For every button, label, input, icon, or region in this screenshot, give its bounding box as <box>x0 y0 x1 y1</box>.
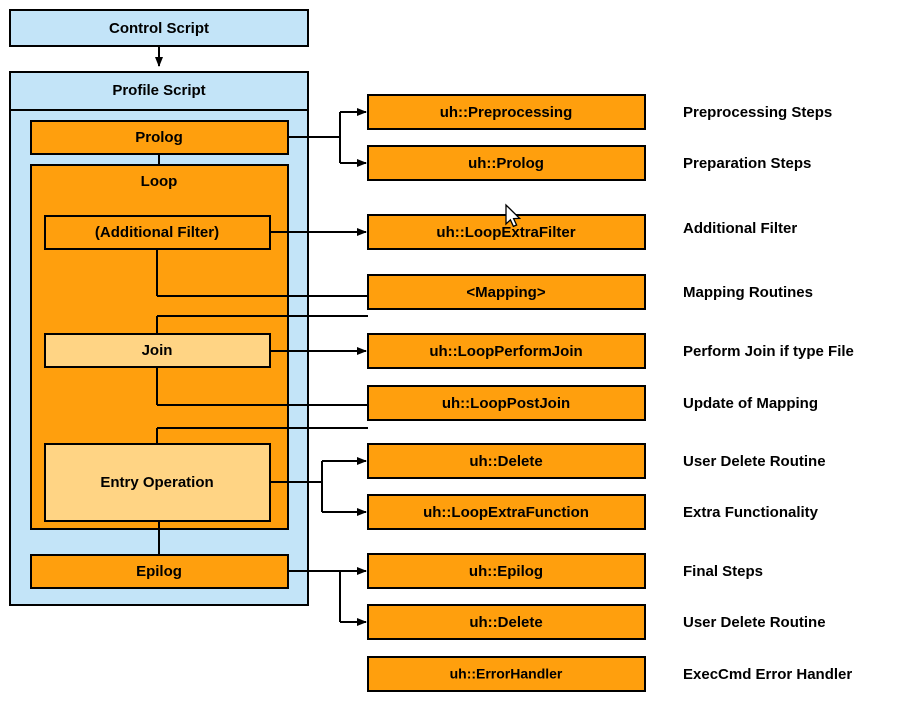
node-loop-label: Loop <box>141 173 178 190</box>
node-uh-errorhandler[interactable]: uh::ErrorHandler <box>367 656 646 692</box>
desc-perform-join-if-type-file: Perform Join if type File <box>683 343 854 360</box>
desc-preprocessing-steps: Preprocessing Steps <box>683 104 832 121</box>
node-uh-errorhandler-label: uh::ErrorHandler <box>450 666 563 682</box>
desc-preparation-steps: Preparation Steps <box>683 155 811 172</box>
node-uh-preprocessing[interactable]: uh::Preprocessing <box>367 94 646 130</box>
desc-additional-filter: Additional Filter <box>683 220 797 237</box>
desc-user-delete-routine-2: User Delete Routine <box>683 614 826 631</box>
node-epilog-label: Epilog <box>136 563 182 580</box>
desc-update-of-mapping: Update of Mapping <box>683 395 818 412</box>
node-uh-prolog-label: uh::Prolog <box>468 155 544 172</box>
node-control-script-label: Control Script <box>109 20 209 37</box>
node-uh-looppostjoin[interactable]: uh::LoopPostJoin <box>367 385 646 421</box>
node-uh-delete-2[interactable]: uh::Delete <box>367 604 646 640</box>
node-mapping[interactable]: <Mapping> <box>367 274 646 310</box>
node-epilog[interactable]: Epilog <box>30 554 289 589</box>
desc-user-delete-routine-1: User Delete Routine <box>683 453 826 470</box>
node-uh-loopextrafilter-label: uh::LoopExtraFilter <box>436 224 575 241</box>
node-uh-epilog-label: uh::Epilog <box>469 563 543 580</box>
node-uh-looppostjoin-label: uh::LoopPostJoin <box>442 395 570 412</box>
node-uh-delete-1[interactable]: uh::Delete <box>367 443 646 479</box>
node-uh-loopperformjoin-label: uh::LoopPerformJoin <box>429 343 582 360</box>
node-uh-loopextrafunction[interactable]: uh::LoopExtraFunction <box>367 494 646 530</box>
node-entry-operation[interactable]: Entry Operation <box>44 443 271 522</box>
node-prolog-label: Prolog <box>135 129 183 146</box>
desc-execcmd-error-handler: ExecCmd Error Handler <box>683 666 852 683</box>
mouse-pointer-icon <box>505 203 522 228</box>
desc-mapping-routines: Mapping Routines <box>683 284 813 301</box>
node-join[interactable]: Join <box>44 333 271 368</box>
node-prolog[interactable]: Prolog <box>30 120 289 155</box>
node-uh-loopextrafunction-label: uh::LoopExtraFunction <box>423 504 589 521</box>
node-entry-operation-label: Entry Operation <box>100 474 213 491</box>
node-uh-preprocessing-label: uh::Preprocessing <box>440 104 573 121</box>
node-uh-loopperformjoin[interactable]: uh::LoopPerformJoin <box>367 333 646 369</box>
node-uh-delete-1-label: uh::Delete <box>469 453 542 470</box>
node-profile-script-label: Profile Script <box>112 82 205 99</box>
desc-final-steps: Final Steps <box>683 563 763 580</box>
node-control-script[interactable]: Control Script <box>9 9 309 47</box>
node-uh-delete-2-label: uh::Delete <box>469 614 542 631</box>
node-uh-prolog[interactable]: uh::Prolog <box>367 145 646 181</box>
node-join-label: Join <box>142 342 173 359</box>
desc-extra-functionality: Extra Functionality <box>683 504 819 521</box>
node-additional-filter[interactable]: (Additional Filter) <box>44 215 271 250</box>
node-uh-epilog[interactable]: uh::Epilog <box>367 553 646 589</box>
node-mapping-label: <Mapping> <box>466 284 545 301</box>
node-additional-filter-label: (Additional Filter) <box>95 224 219 241</box>
